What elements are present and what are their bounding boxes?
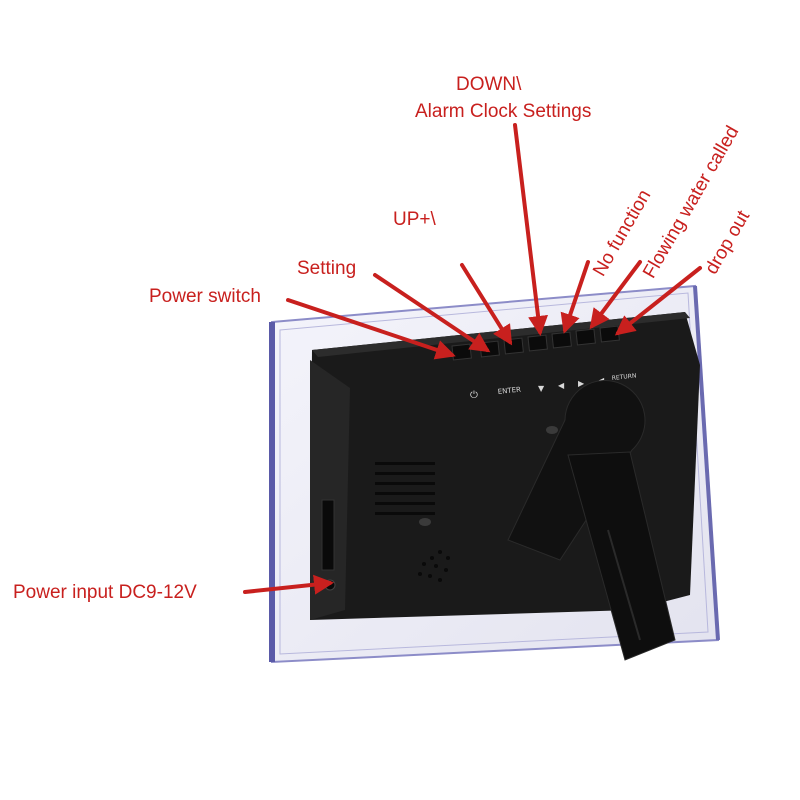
label-power-switch: Power switch bbox=[149, 286, 261, 307]
left-vents bbox=[375, 462, 435, 515]
speaker-grille bbox=[418, 550, 450, 582]
arrow-power-switch bbox=[286, 298, 456, 360]
down-arrow-mark-icon: ▼ bbox=[538, 384, 545, 393]
device-body: ⏻ ENTER ▼ ◀ ▶ ◀ RETURN bbox=[310, 312, 700, 661]
label-alarm-clock-settings: Alarm Clock Settings bbox=[415, 101, 592, 122]
arrow-setting bbox=[373, 273, 491, 353]
side-ports bbox=[321, 499, 335, 571]
hanger-hole-left bbox=[419, 518, 431, 526]
arrow-drop-out bbox=[614, 266, 702, 336]
left-arrow-mark-icon: ◀ bbox=[558, 381, 565, 390]
enter-mark: ENTER bbox=[497, 386, 521, 396]
label-setting: Setting bbox=[297, 258, 357, 279]
annotation-arrows bbox=[243, 123, 702, 595]
arrow-up bbox=[460, 263, 513, 346]
hanger-hole-top bbox=[546, 426, 558, 434]
arrow-power-input bbox=[243, 574, 334, 595]
kickstand bbox=[507, 380, 676, 661]
label-down: DOWN\ bbox=[456, 74, 522, 95]
right-arrow-mark-icon: ▶ bbox=[578, 379, 585, 388]
arrow-flowing-water bbox=[589, 260, 642, 330]
label-up: UP+\ bbox=[393, 209, 436, 230]
power-mark-icon: ⏻ bbox=[470, 390, 478, 401]
label-power-input: Power input DC9-12V bbox=[13, 582, 197, 603]
return-mark: RETURN bbox=[611, 372, 636, 382]
arrow-no-function bbox=[560, 260, 590, 334]
arrow-down bbox=[513, 123, 549, 336]
